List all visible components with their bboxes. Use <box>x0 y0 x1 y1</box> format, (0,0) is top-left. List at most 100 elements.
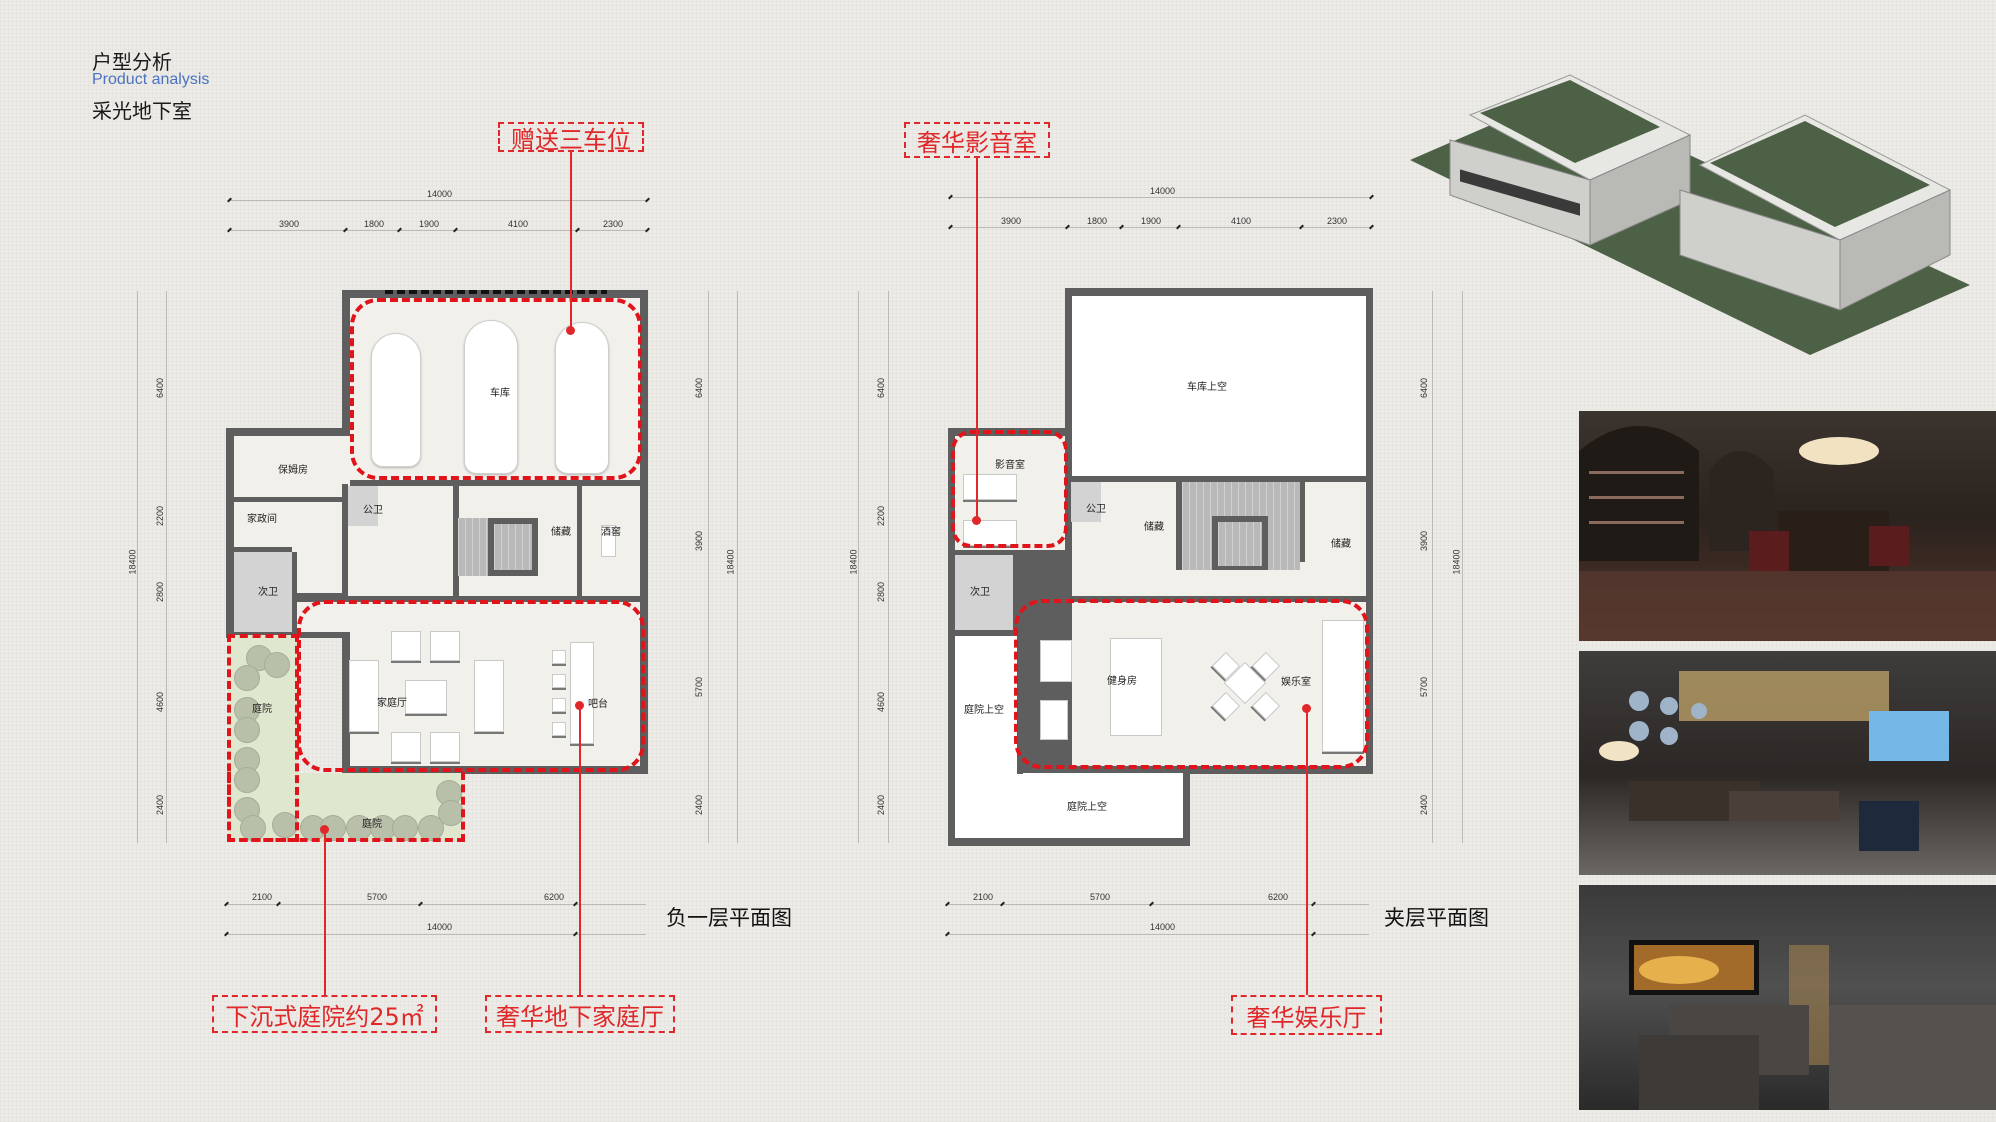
dim-line <box>226 934 646 935</box>
bar-counter <box>570 642 594 744</box>
room-entertainment: 娱乐室 <box>1281 677 1311 688</box>
public-wc <box>348 486 378 526</box>
car <box>371 333 421 467</box>
room-theater: 影音室 <box>995 460 1025 471</box>
room-courtyard: 庭院 <box>362 819 382 830</box>
home-theater-photo <box>1579 885 1996 1110</box>
callout-theater: 奢华影音室 <box>904 122 1050 158</box>
dim-left-seg: 2800 <box>876 581 887 603</box>
dim-left-seg: 4600 <box>155 691 166 713</box>
zone-garage <box>350 298 642 480</box>
sofa <box>474 660 504 732</box>
bar-stool <box>552 650 566 664</box>
room-second-bath: 次卫 <box>970 587 990 598</box>
dim-line <box>708 291 709 843</box>
interior-wall <box>292 552 297 638</box>
dim-left-seg: 2800 <box>155 581 166 603</box>
room-storage: 储藏 <box>551 527 571 538</box>
interior-wall <box>234 497 342 502</box>
staircase <box>458 518 488 576</box>
callout-sunken-courtyard: 下沉式庭院约25㎡ <box>212 995 437 1033</box>
interior-wall <box>1176 482 1182 570</box>
dim-bottom-seg: 6200 <box>544 892 565 902</box>
dim-line <box>888 291 889 843</box>
leader-line <box>579 705 581 995</box>
bar-stool <box>552 698 566 712</box>
dim-top-seg: 4100 <box>508 219 529 229</box>
pool-table <box>1110 638 1162 736</box>
callout-family-hall: 奢华地下家庭厅 <box>485 995 675 1033</box>
dim-right-seg: 2400 <box>1419 794 1430 816</box>
dim-bottom-seg: 2100 <box>252 892 273 902</box>
room-public-wc: 公卫 <box>363 505 383 516</box>
leader-line <box>976 158 978 520</box>
sofa <box>349 660 379 732</box>
dim-left-seg: 6400 <box>155 377 166 399</box>
dim-left-seg: 2400 <box>876 794 887 816</box>
dim-line <box>858 291 859 843</box>
interior-wall <box>1072 476 1366 482</box>
room-public-wc: 公卫 <box>1086 504 1106 515</box>
dim-top-seg: 3900 <box>279 219 300 229</box>
elevator <box>1218 522 1262 566</box>
dim-line <box>226 904 646 905</box>
theater-sofa <box>963 474 1017 500</box>
bar-stool <box>552 722 566 736</box>
dim-line <box>166 291 167 843</box>
dim-bottom-seg: 2100 <box>973 892 994 902</box>
dim-left-seg: 6400 <box>876 377 887 399</box>
interior-wall <box>296 596 640 602</box>
plan-title-basement: 负一层平面图 <box>666 906 792 930</box>
dim-line <box>229 200 647 201</box>
callout-three-parking: 赠送三车位 <box>498 122 644 154</box>
gym-equipment <box>1040 640 1072 682</box>
dim-top-seg: 2300 <box>1327 216 1348 226</box>
interior-wall <box>1300 482 1305 562</box>
dim-right-seg: 6400 <box>1419 377 1430 399</box>
armchair <box>430 732 460 762</box>
leader-dot <box>320 825 329 834</box>
interior-wall <box>1017 596 1023 774</box>
room-housekeeping: 家政间 <box>247 514 277 525</box>
dim-line <box>229 230 647 231</box>
dim-top-seg: 1800 <box>1087 216 1108 226</box>
public-wc <box>1071 482 1101 522</box>
dim-line <box>950 227 1372 228</box>
armchair <box>391 631 421 661</box>
room-courtyard-void: 庭院上空 <box>1067 802 1107 813</box>
room-nanny: 保姆房 <box>278 465 308 476</box>
dim-right-seg: 5700 <box>694 676 705 698</box>
callout-entertainment: 奢华娱乐厅 <box>1231 995 1382 1035</box>
family-lounge-photo <box>1579 651 1996 875</box>
dim-right-seg: 2400 <box>694 794 705 816</box>
leader-dot <box>566 326 575 335</box>
dim-top-seg: 2300 <box>603 219 624 229</box>
dim-top-total: 14000 <box>1150 186 1176 196</box>
dim-top-seg: 1800 <box>364 219 385 229</box>
room-second-bath: 次卫 <box>258 587 278 598</box>
coffee-table <box>405 680 447 714</box>
dim-left-seg: 4600 <box>876 691 887 713</box>
armchair <box>391 732 421 762</box>
interior-wall <box>350 480 640 486</box>
dim-bottom-total: 14000 <box>427 922 453 932</box>
zone-courtyard <box>227 772 465 842</box>
room-family-hall: 家庭厅 <box>377 698 407 709</box>
interior-wall <box>955 630 1017 635</box>
page-subtitle-en: Product analysis <box>92 71 210 88</box>
dim-right-seg: 6400 <box>694 377 705 399</box>
dim-left-seg: 2400 <box>155 794 166 816</box>
interior-wall <box>234 547 292 552</box>
garage-door <box>385 290 607 294</box>
zone-family-hall <box>297 600 645 772</box>
dim-left-total: 18400 <box>127 549 138 575</box>
leader-line <box>1306 708 1308 995</box>
dim-bottom-seg: 5700 <box>1090 892 1111 902</box>
room-bar: 吧台 <box>588 699 608 710</box>
room-garage: 车库 <box>490 388 510 399</box>
zone-theater <box>951 430 1068 548</box>
sofa <box>1322 620 1364 752</box>
wine-cabinet <box>601 525 616 557</box>
room-garage-void: 车库上空 <box>1187 382 1227 393</box>
room-storage: 储藏 <box>1331 539 1351 550</box>
